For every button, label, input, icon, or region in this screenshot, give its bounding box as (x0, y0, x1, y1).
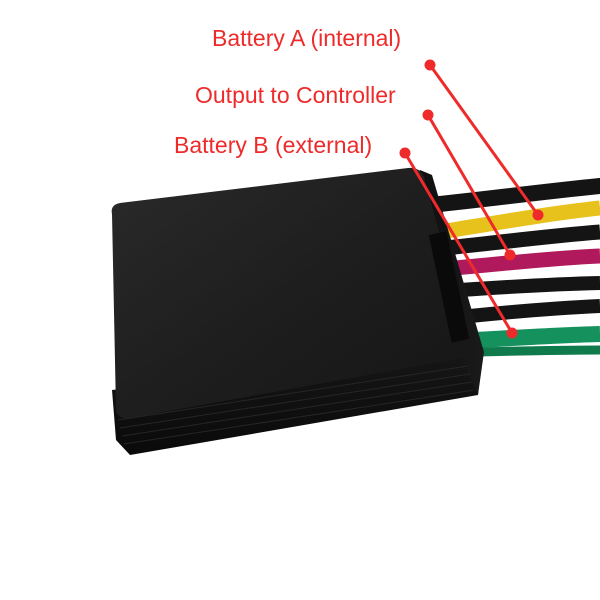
wire-black-3 (459, 276, 600, 297)
wire-black-top (422, 178, 600, 213)
wire-green-2 (477, 345, 600, 357)
housing-top (111, 167, 471, 419)
label-battery-b: Battery B (external) (174, 132, 373, 158)
annotation-dot-battery-b-end (506, 327, 518, 339)
annotation-dot-battery-a-start (424, 59, 436, 71)
wire-green (474, 326, 600, 348)
annotation-dot-battery-b-start (399, 147, 411, 159)
wire-magenta (454, 248, 600, 276)
leader-line-output (426, 114, 512, 256)
wire-black-2 (444, 224, 600, 256)
annotation-dot-battery-a-end (532, 209, 544, 221)
annotation-dot-output-end (504, 249, 516, 261)
wire-exit (428, 231, 470, 343)
leader-line-battery-a (428, 64, 540, 216)
label-output-to-controller: Output to Controller (195, 82, 396, 108)
leader-line-battery-b (403, 152, 514, 334)
wire-yellow (438, 200, 600, 240)
annotations (399, 59, 544, 339)
controller-housing (111, 167, 484, 455)
annotation-dot-output-start (422, 109, 434, 121)
wire-black-4 (469, 299, 600, 323)
label-battery-a: Battery A (internal) (212, 25, 402, 51)
